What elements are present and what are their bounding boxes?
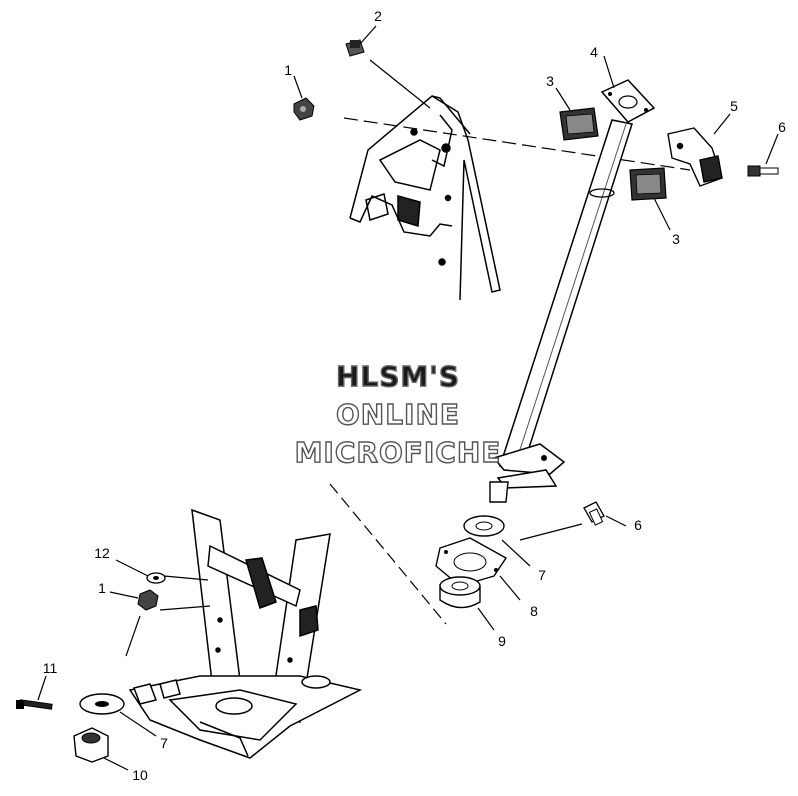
callout-6-lower: 6: [634, 517, 642, 533]
callout-1-upper: 1: [284, 62, 292, 78]
callout-7-lower: 7: [160, 735, 168, 751]
watermark-line-2: ONLINE: [336, 398, 460, 431]
upper-frame-bracket: [349, 95, 501, 301]
washer-12: [146, 572, 166, 584]
callout-10: 10: [132, 767, 148, 783]
callout-labels: 1 2 3 4 5 6 3 6 7 8 9 12 1 11 7 10: [43, 8, 786, 783]
callout-4: 4: [590, 44, 598, 60]
callout-7-upper: 7: [538, 567, 546, 583]
column-clamp: [667, 127, 723, 187]
leader-lines: [37, 25, 779, 771]
callout-8: 8: [530, 603, 538, 619]
washer-7-lower: [79, 693, 125, 715]
callout-12: 12: [94, 545, 110, 561]
watermark: HLSM'S ONLINE MICROFICHE: [294, 359, 502, 469]
clamp-bushing-upper: [559, 107, 599, 141]
watermark-line-3: MICROFICHE: [295, 436, 502, 469]
callout-3-lower: 3: [672, 231, 680, 247]
nut-1-upper: [293, 97, 315, 121]
bushing-9: [439, 576, 481, 609]
callout-1-lower: 1: [98, 580, 106, 596]
leader-nut-1-line: [159, 605, 211, 611]
bolt-2: [345, 39, 365, 57]
steering-column: [489, 79, 656, 503]
callout-11: 11: [43, 660, 58, 676]
leader-vertical-line: [125, 615, 141, 657]
watermark-line-1: HLSM'S: [336, 360, 460, 393]
dashed-assembly-line-lower: [329, 483, 447, 625]
callout-3-upper: 3: [546, 73, 554, 89]
nut-10: [73, 727, 109, 763]
callout-9: 9: [498, 633, 506, 649]
clamp-bushing-lower: [629, 167, 667, 201]
lower-frame: [128, 508, 363, 759]
dashed-assembly-line-upper: [343, 117, 691, 171]
leader-bolt-6-lower-line: [519, 523, 583, 541]
bolt-6-lower: [583, 501, 605, 526]
callout-2: 2: [374, 8, 382, 24]
bolt-11: [16, 699, 53, 710]
bolt-6-upper: [747, 165, 779, 177]
flange-8: [435, 537, 508, 587]
callout-6-upper: 6: [778, 119, 786, 135]
washer-7-upper: [463, 515, 505, 537]
callout-5: 5: [730, 98, 738, 114]
nut-1-lower: [137, 589, 159, 611]
leader-washer-12-line: [163, 575, 209, 581]
